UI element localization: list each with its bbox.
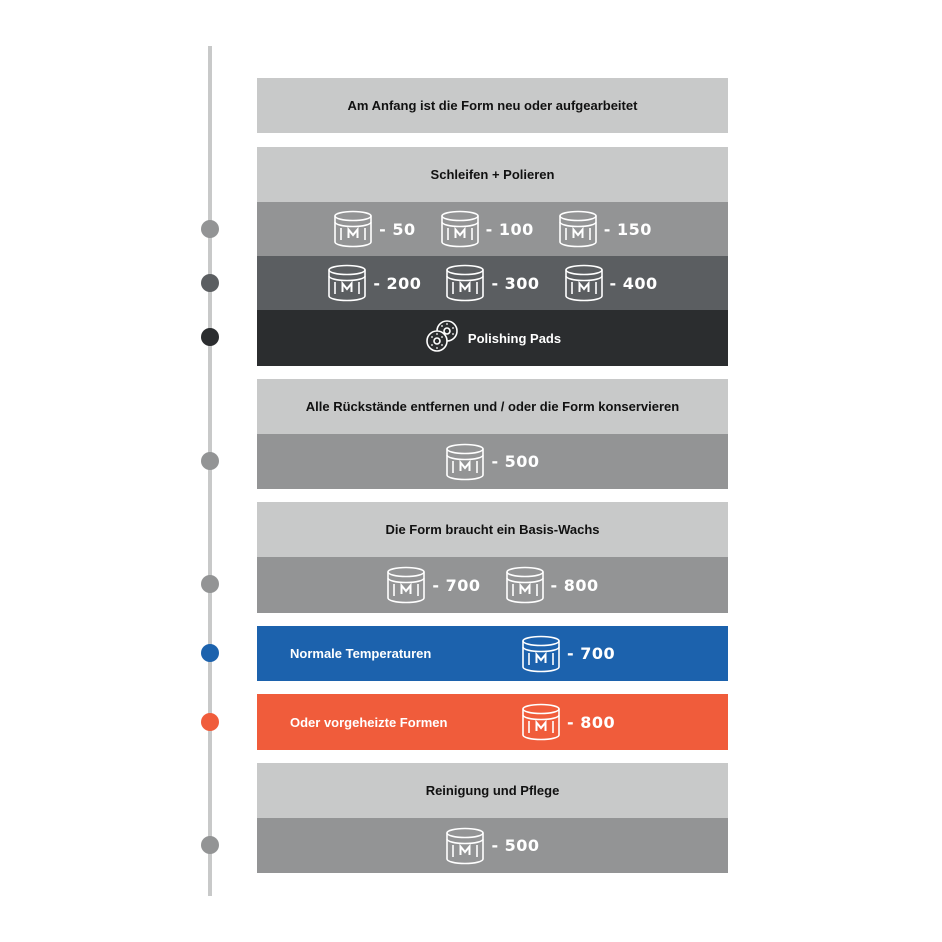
step-base-wax-header: Die Form braucht ein Basis-Wachs [257,502,728,557]
timeline-dot [201,220,219,238]
wax-can-icon [386,565,426,605]
timeline-dot [201,713,219,731]
product-number: - 700 [567,644,616,663]
product-number: - 500 [491,452,540,471]
wax-can-icon [445,263,485,303]
polishing-pads-row: Polishing Pads [257,310,728,366]
product-item: - 800 [521,702,615,742]
wax-can-icon [445,442,485,482]
product-item: - 700 [386,565,480,605]
timeline-dot [201,575,219,593]
polish-row-2: - 200 - 300 - 400 [257,256,728,310]
timeline-dot [201,452,219,470]
preheated-forms-row: Oder vorgeheizte Formen - 800 [257,694,728,750]
step-start-title: Am Anfang ist die Form neu oder aufgearb… [347,98,638,113]
wax-can-icon [327,263,367,303]
wax-can-icon [445,826,485,866]
timeline-dot [201,836,219,854]
product-number: - 800 [550,575,599,595]
product-number: - 50 [379,219,416,239]
preheated-forms-label: Oder vorgeheizte Formen [290,714,448,730]
normal-temperature-label: Normale Temperaturen [290,646,432,661]
timeline-dot [201,328,219,346]
residue-row: - 500 [257,434,728,489]
product-item: - 800 [505,565,599,605]
product-number: - 800 [567,712,616,732]
product-number: - 500 [491,836,540,855]
product-item: - 700 [521,634,615,674]
product-item: - 100 [440,209,534,249]
polishing-pads-label: Polishing Pads [467,330,562,346]
product-number: - 200 [373,273,422,293]
step-cleaning-header: Reinigung und Pflege [257,763,728,818]
wax-can-icon [505,565,545,605]
product-item: - 300 [445,263,539,303]
wax-can-icon [521,702,561,742]
product-item: - 150 [558,209,652,249]
wax-can-icon [440,209,480,249]
product-number: - 300 [491,273,540,293]
product-item: - 500 [445,442,539,482]
wax-can-icon [521,634,561,674]
product-number: - 100 [485,219,534,239]
normal-temperature-row: Normale Temperaturen - 700 [257,626,728,681]
step-polish-header: Schleifen + Polieren [257,147,728,202]
timeline-dot [201,644,219,662]
product-number: - 150 [603,219,652,239]
wax-can-icon [333,209,373,249]
step-start-header: Am Anfang ist die Form neu oder aufgearb… [257,78,728,133]
step-residue-title: Alle Rückstände entfernen und / oder die… [305,399,680,414]
wax-can-icon [558,209,598,249]
step-residue-header: Alle Rückstände entfernen und / oder die… [257,379,728,434]
timeline-dot [201,274,219,292]
product-item: - 200 [327,263,421,303]
step-base-wax-title: Die Form braucht ein Basis-Wachs [385,522,600,537]
product-number: - 400 [609,273,658,293]
polishing-pad-icon [424,318,460,359]
timeline-line [208,46,212,896]
base-wax-row: - 700 - 800 [257,557,728,613]
product-number: - 700 [432,575,481,595]
product-item: - 500 [445,826,539,866]
product-item: - 400 [564,263,658,303]
step-polish-title: Schleifen + Polieren [430,167,555,182]
wax-can-icon [564,263,604,303]
cleaning-row: - 500 [257,818,728,873]
polish-row-1: - 50 - 100 - 150 [257,202,728,256]
step-cleaning-title: Reinigung und Pflege [425,783,560,798]
product-item: - 50 [333,209,415,249]
